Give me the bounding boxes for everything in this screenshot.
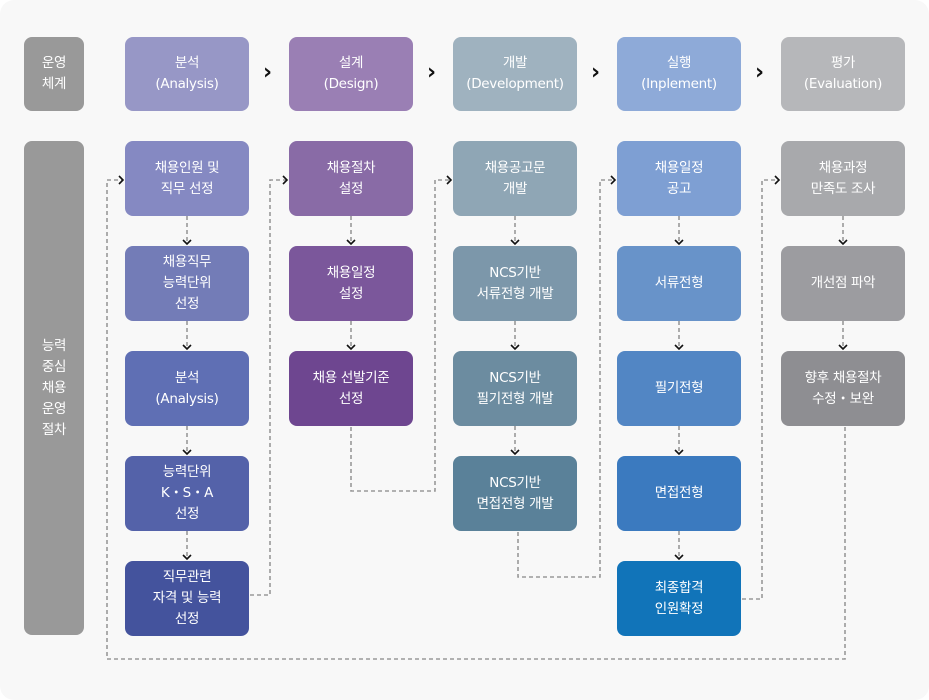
row-label-procedure: 능력 중심 채용 운영 절차 xyxy=(24,141,84,635)
arrow-down-icon xyxy=(510,449,520,456)
row-label-system: 운영 체계 xyxy=(24,37,84,111)
step-box: 채용일정 공고 xyxy=(617,141,741,216)
arrow-down-icon xyxy=(674,554,684,561)
step-box: 필기전형 xyxy=(617,351,741,426)
step-box: 분석 (Analysis) xyxy=(125,351,249,426)
step-box: 개선점 파악 xyxy=(781,246,905,321)
connector-col4-to-col5 xyxy=(742,179,779,600)
arrow-down-icon xyxy=(510,344,520,351)
arrow-down-icon xyxy=(838,239,848,246)
arrow-right-icon xyxy=(610,175,617,185)
arrow-down-icon xyxy=(346,239,356,246)
arrow-down-icon xyxy=(346,344,356,351)
arrow-right-icon xyxy=(118,175,125,185)
phase-development: 개발 (Development) xyxy=(453,37,577,111)
arrow-down-icon xyxy=(182,449,192,456)
step-box: 채용공고문 개발 xyxy=(453,141,577,216)
arrow-down-icon xyxy=(182,344,192,351)
arrow-right-icon xyxy=(774,175,781,185)
step-box: 채용 선발기준 선정 xyxy=(289,351,413,426)
step-box: 채용절차 설정 xyxy=(289,141,413,216)
arrow-right-icon xyxy=(282,175,289,185)
phase-implement: 실행 (Inplement) xyxy=(617,37,741,111)
step-box: 채용직무 능력단위 선정 xyxy=(125,246,249,321)
arrow-right-icon xyxy=(446,175,453,185)
arrow-down-icon xyxy=(182,554,192,561)
arrow-down-icon xyxy=(674,449,684,456)
connector-col2-to-col3 xyxy=(350,179,451,492)
phase-design: 설계 (Design) xyxy=(289,37,413,111)
chevron-right-icon: › xyxy=(263,60,273,85)
arrow-down-icon xyxy=(182,239,192,246)
step-box: 직무관련 자격 및 능력 선정 xyxy=(125,561,249,636)
step-box: 능력단위 K・S・A 선정 xyxy=(125,456,249,531)
chevron-right-icon: › xyxy=(591,60,601,85)
step-box: 채용인원 및 직무 선정 xyxy=(125,141,249,216)
step-box: 서류전형 xyxy=(617,246,741,321)
connector-col1-to-col2 xyxy=(250,179,287,596)
step-box: 채용과정 만족도 조사 xyxy=(781,141,905,216)
arrow-down-icon xyxy=(510,239,520,246)
phase-evaluation: 평가 (Evaluation) xyxy=(781,37,905,111)
step-box: 채용일정 설정 xyxy=(289,246,413,321)
arrow-down-icon xyxy=(674,344,684,351)
step-box: 면접전형 xyxy=(617,456,741,531)
step-box: 최종합격 인원확정 xyxy=(617,561,741,636)
arrow-down-icon xyxy=(674,239,684,246)
step-box: NCS기반 면접전형 개발 xyxy=(453,456,577,531)
phase-analysis: 분석 (Analysis) xyxy=(125,37,249,111)
chevron-right-icon: › xyxy=(755,60,765,85)
step-box: NCS기반 필기전형 개발 xyxy=(453,351,577,426)
step-box: 향후 채용절차 수정・보완 xyxy=(781,351,905,426)
step-box: NCS기반 서류전형 개발 xyxy=(453,246,577,321)
chevron-right-icon: › xyxy=(427,60,437,85)
arrow-down-icon xyxy=(838,344,848,351)
